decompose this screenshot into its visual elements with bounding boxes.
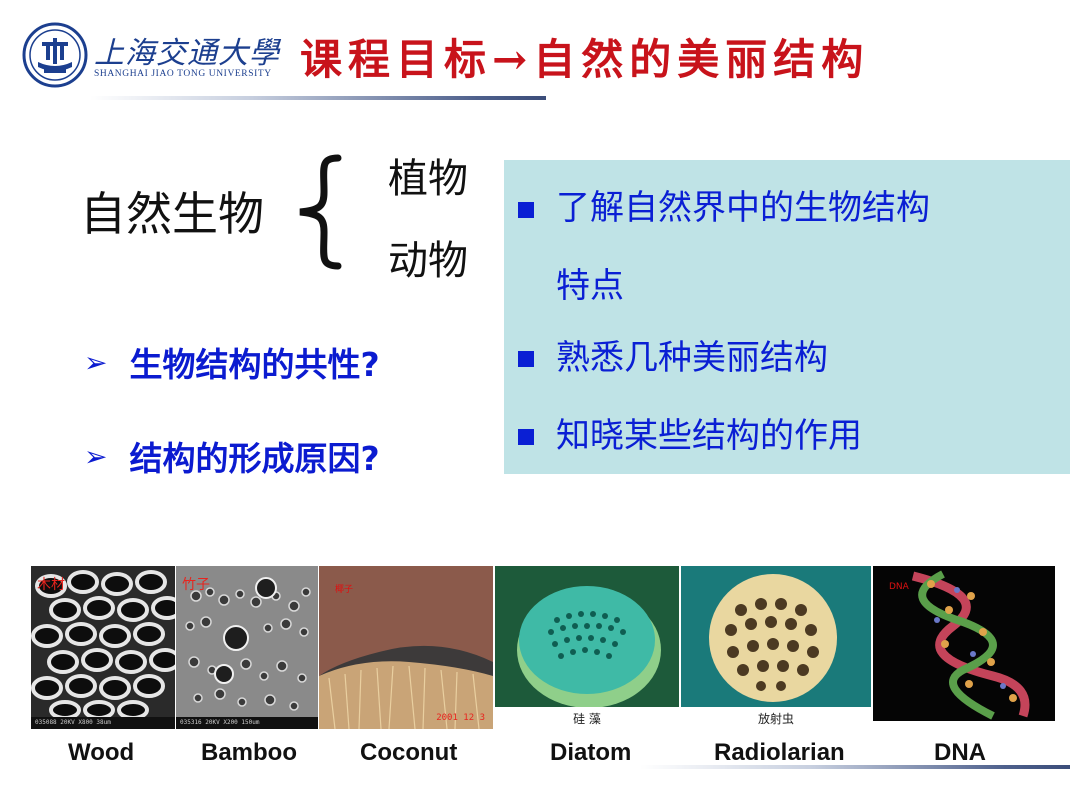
label-diatom: Diatom <box>550 739 632 766</box>
diatom-photo: 硅 藻 <box>495 566 679 731</box>
question-formation-cause: ➢ 结构的形成原因? <box>84 432 380 480</box>
label-dna: DNA <box>934 739 986 766</box>
wood-cells-image <box>31 566 175 729</box>
university-name-cn: 上海交通大學 <box>94 36 280 71</box>
footer-divider <box>640 765 1070 769</box>
dna-helix-image <box>873 566 1055 721</box>
label-radiolarian: Radiolarian <box>714 739 845 766</box>
radiolarian-photo: 放射虫 <box>681 566 871 731</box>
header-divider <box>90 96 546 100</box>
branch-plants: 植物 <box>388 156 468 202</box>
goal-item-continuation: 特点 <box>556 266 624 306</box>
square-bullet-icon <box>518 202 534 218</box>
photo-tag: DNA <box>889 582 909 592</box>
date-stamp: 2001 12 3 <box>436 713 485 723</box>
sem-scale-bar: 035088 20KV X800 38um <box>31 717 175 729</box>
university-seal-icon <box>22 22 88 88</box>
curly-brace-icon <box>299 154 342 270</box>
photo-tag: 木材 <box>37 577 65 593</box>
sem-scale-bar: 035316 20KV X200 150um <box>176 717 318 729</box>
bamboo-sem-photo: 竹子 035316 20KV X200 150um <box>176 566 318 729</box>
arrow-bullet-icon: ➢ <box>84 439 108 473</box>
dna-photo: DNA <box>873 566 1055 721</box>
photo-caption: 硅 藻 <box>495 707 679 731</box>
photo-tag: 竹子 <box>182 577 210 593</box>
course-goals-panel: 了解自然界中的生物结构 特点 熟悉几种美丽结构 知晓某些结构的作用 <box>504 160 1070 474</box>
university-name-en: SHANGHAI JIAO TONG UNIVERSITY <box>94 69 272 79</box>
label-coconut: Coconut <box>360 739 458 766</box>
photo-caption: 放射虫 <box>681 707 871 731</box>
photo-tag: 椰子 <box>335 585 354 595</box>
bamboo-cells-image <box>176 566 318 729</box>
label-wood: Wood <box>68 739 135 766</box>
question-text: 结构的形成原因? <box>129 439 380 478</box>
wood-sem-photo: 木材 035088 20KV X800 38um <box>31 566 175 729</box>
label-bamboo: Bamboo <box>201 739 297 766</box>
square-bullet-icon <box>518 429 534 445</box>
nature-organisms-label: 自然生物 <box>80 187 264 241</box>
question-commonality: ➢ 生物结构的共性? <box>84 338 380 386</box>
biostructure-image-strip: 木材 035088 20KV X800 38um 竹子 035316 20KV … <box>31 566 1055 731</box>
coconut-fiber-image <box>319 566 493 729</box>
question-text: 生物结构的共性? <box>129 345 380 384</box>
university-logo: 上海交通大學 SHANGHAI JIAO TONG UNIVERSITY <box>22 22 279 88</box>
arrow-bullet-icon: ➢ <box>84 345 108 379</box>
coconut-fiber-photo: 椰子 2001 12 3 <box>319 566 493 729</box>
branch-animals: 动物 <box>388 238 468 284</box>
square-bullet-icon <box>518 351 534 367</box>
diatom-image <box>495 566 679 731</box>
page-title: 课程目标→自然的美丽结构 <box>300 35 870 84</box>
